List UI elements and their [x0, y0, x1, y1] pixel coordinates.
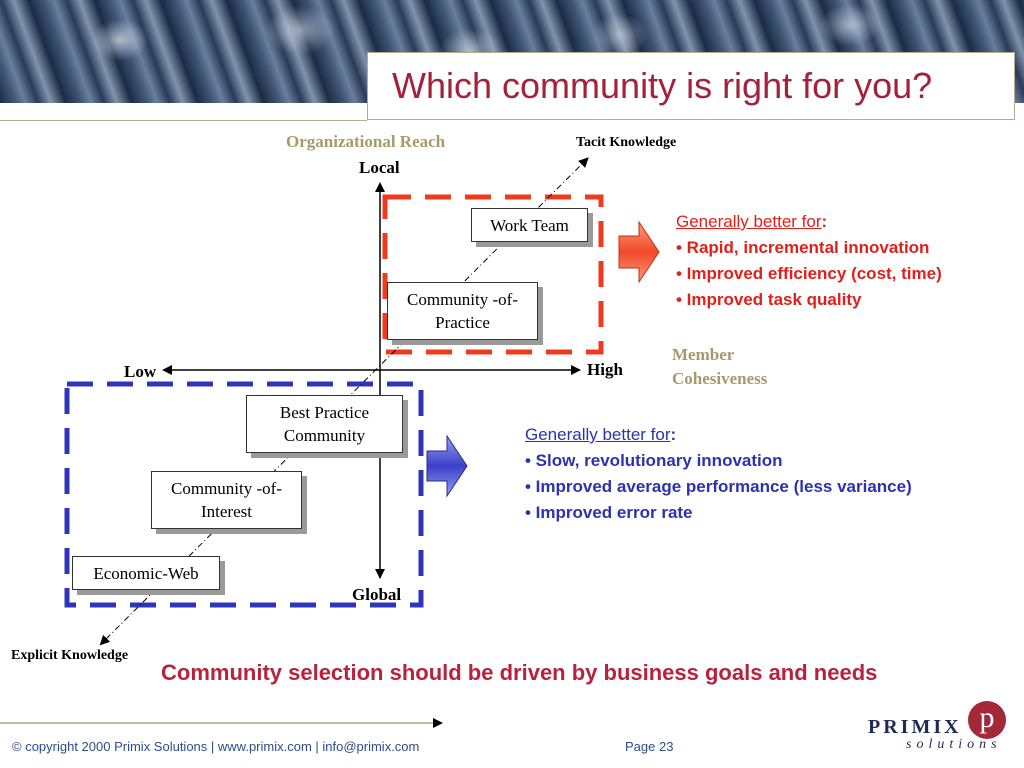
- local-benefit-item: • Rapid, incremental innovation: [676, 238, 930, 257]
- global-benefit-item: • Slow, revolutionary innovation: [525, 451, 783, 470]
- primix-logo-wordmark: PRIMIX: [868, 716, 962, 738]
- header-rule: [0, 120, 367, 121]
- coi-label-line2: Interest: [201, 502, 252, 521]
- red-block-arrow: [618, 220, 660, 284]
- global-benefit-item: • Improved error rate: [525, 503, 693, 522]
- work-team-box: Work Team: [471, 208, 588, 242]
- explicit-knowledge-label: Explicit Knowledge: [11, 648, 129, 663]
- global-benefits-heading-row: Generally better for:: [525, 422, 912, 448]
- conclusion-tagline: Community selection should be driven by …: [161, 660, 878, 685]
- global-label: Global: [352, 585, 402, 604]
- blue-block-arrow: [426, 434, 468, 498]
- local-benefit-item: • Improved efficiency (cost, time): [676, 264, 942, 283]
- best-practice-community-box: Best Practice Community: [246, 395, 403, 453]
- primix-logo-subtitle: solutions: [906, 737, 1002, 752]
- title-box: Which community is right for you?: [367, 52, 1015, 120]
- primix-logo-icon: p: [968, 701, 1006, 739]
- tacit-knowledge-label: Tacit Knowledge: [576, 135, 677, 150]
- work-team-label: Work Team: [490, 215, 569, 235]
- organizational-reach-label: Organizational Reach: [286, 132, 446, 151]
- member-cohesiveness-label-line1: Member: [672, 345, 735, 364]
- local-benefits-panel: Generally better for: • Rapid, increment…: [676, 209, 942, 313]
- global-benefit-item: • Improved average performance (less var…: [525, 477, 912, 496]
- footer-copyright: © copyright 2000 Primix Solutions | www.…: [12, 739, 420, 754]
- community-of-interest-box: Community -of- Interest: [151, 471, 302, 529]
- local-benefits-colon: :: [821, 212, 828, 231]
- global-benefits-heading: Generally better for: [525, 425, 671, 444]
- slide-title: Which community is right for you?: [392, 65, 933, 106]
- global-benefits-colon: :: [670, 425, 677, 444]
- local-benefit-item: • Improved task quality: [676, 290, 862, 309]
- member-cohesiveness-label-line2: Cohesiveness: [672, 369, 768, 388]
- community-of-practice-box: Community -of- Practice: [387, 282, 538, 340]
- footer-page-number: Page 23: [625, 739, 674, 754]
- cop-label-line2: Practice: [435, 313, 490, 332]
- cop-label-line1: Community -of-: [407, 290, 518, 309]
- coi-label-line1: Community -of-: [171, 479, 282, 498]
- bpc-label-line1: Best Practice: [279, 403, 370, 422]
- economic-web-box: Economic-Web: [72, 556, 220, 590]
- low-label: Low: [124, 362, 157, 381]
- high-label: High: [587, 360, 623, 379]
- economic-web-label: Economic-Web: [93, 563, 199, 583]
- local-benefits-heading-row: Generally better for:: [676, 209, 942, 235]
- local-label: Local: [359, 158, 400, 177]
- bpc-label-line2: Community: [283, 426, 366, 445]
- local-benefits-heading: Generally better for: [676, 212, 822, 231]
- global-benefits-panel: Generally better for: • Slow, revolution…: [525, 422, 912, 526]
